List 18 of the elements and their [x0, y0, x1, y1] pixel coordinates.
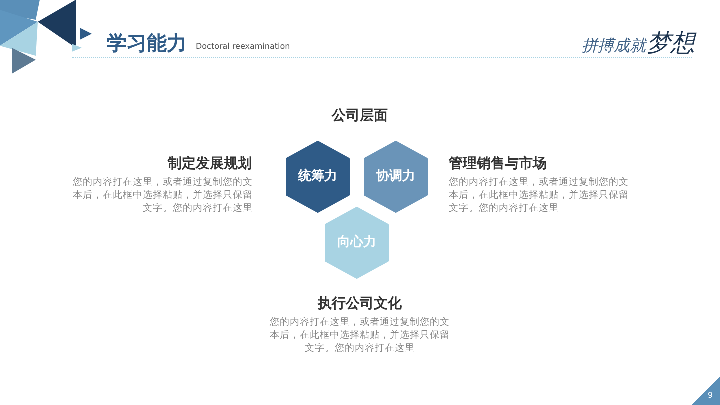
hexagon [325, 207, 389, 279]
heading: 制定发展规划 [166, 154, 252, 174]
body-text: 您的内容打在这里，或者通过复制您的文本后，在此框中选择粘贴，并选择只保留文字。您的内容打在这里 [269, 316, 451, 355]
hexagon-label: 向心力 [338, 234, 376, 252]
slogan-emphasis: 梦想 [647, 28, 695, 59]
body-text: 您的内容打在这里，或者通过复制您的文本后，在此框中选择粘贴，并选择只保留文字。您的内容打在这里 [72, 176, 253, 215]
heading: 公司层面 [330, 107, 389, 126]
body-text: 您的内容打在这里，或者通过复制您的文本后，在此框中选择粘贴，并选择只保留文字。您的内容打在这里 [449, 176, 630, 215]
heading: 执行公司文化 [316, 295, 403, 314]
heading: 管理销售与市场 [449, 154, 548, 174]
page-number: 9 [708, 390, 714, 402]
hexagon-label: 统筹力 [298, 168, 338, 186]
slogan: 拼搏成就 [582, 35, 646, 57]
title: 学习能力 [107, 30, 187, 57]
hexagon [286, 141, 350, 213]
hexagon-label: 协调力 [376, 168, 416, 186]
hexagon [364, 141, 428, 213]
subtitle: Doctoral reexamination [196, 41, 290, 53]
